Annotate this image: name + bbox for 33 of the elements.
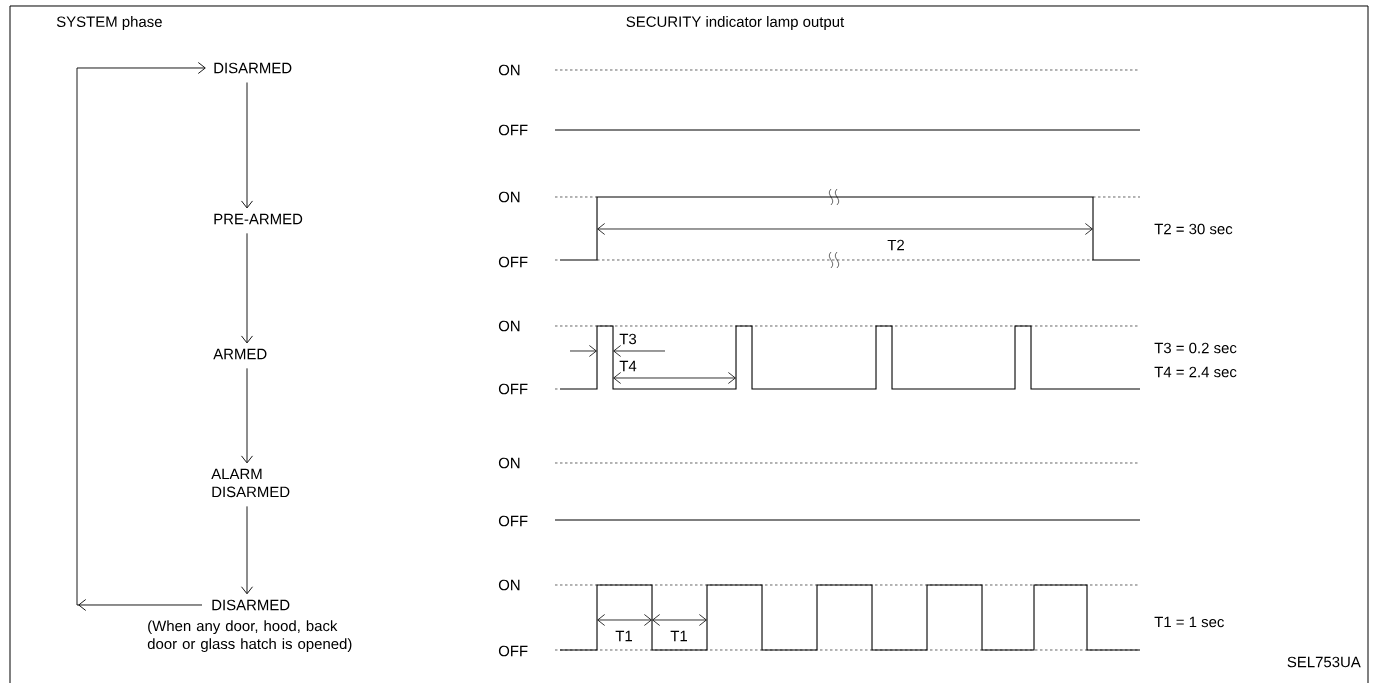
arrow [241, 505, 253, 595]
level-label: ON [498, 579, 520, 591]
time-note: T2 = 30 sec [1154, 223, 1233, 235]
arrow [76, 62, 206, 611]
phase-label: DISARMED [214, 62, 292, 74]
heading: SECURITY indicator lamp output [626, 16, 845, 30]
figure-code: SEL753UA [1287, 656, 1361, 668]
phase-label: ARMED [213, 348, 267, 360]
time-note: T3 = 0.2 sec [1154, 342, 1237, 354]
arrow [241, 82, 253, 209]
level-label: ON [498, 64, 520, 76]
time-label: T1 [670, 630, 687, 642]
time-note: T1 = 1 sec [1154, 616, 1224, 628]
level-label: OFF [498, 256, 528, 268]
level-label: OFF [498, 645, 528, 657]
level-label: ON [498, 320, 520, 332]
arrow [241, 367, 253, 464]
time-label: T1 [615, 630, 632, 642]
phase-label: DISARMED [212, 599, 290, 611]
note: (When any door, hood, back door or glass hatch is opened) [147, 620, 352, 653]
phase-label: ALARM DISARMED [211, 468, 290, 498]
phase-label: PRE-ARMED [214, 213, 303, 225]
time-label: T3 [619, 333, 637, 345]
heading: SYSTEM phase [56, 16, 162, 30]
level-label: OFF [498, 124, 528, 136]
level-label: ON [498, 457, 520, 469]
time-label: T4 [619, 360, 637, 372]
time-label: T2 [887, 239, 904, 251]
level-label: OFF [498, 515, 528, 527]
level-label: ON [498, 191, 520, 203]
time-note: T4 = 2.4 sec [1154, 366, 1237, 378]
arrow [241, 232, 253, 344]
level-label: OFF [498, 383, 528, 395]
